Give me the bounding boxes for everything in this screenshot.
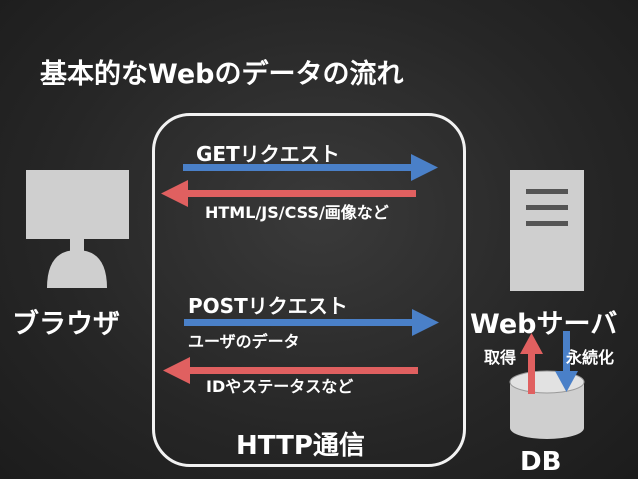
post-response-label: IDやステータスなど xyxy=(206,377,354,396)
browser-label: ブラウザ xyxy=(12,309,120,340)
post-response-arrow xyxy=(163,357,418,384)
http-channel-box xyxy=(152,113,466,467)
db-fetch-label: 取得 xyxy=(484,348,517,367)
get-request-arrow xyxy=(183,154,438,181)
diagram-title: 基本的なWebのデータの流れ xyxy=(40,59,404,90)
get-response-arrow xyxy=(161,180,416,207)
db-persist-label: 永続化 xyxy=(566,348,615,367)
web-server-label: Webサーバ xyxy=(470,309,618,340)
post-payload-label: ユーザのデータ xyxy=(188,332,300,351)
db-label: DB xyxy=(520,447,562,477)
server-icon xyxy=(510,170,584,291)
db-persist-arrow xyxy=(555,331,578,392)
post-request-label: POSTリクエスト xyxy=(188,294,348,318)
get-response-label: HTML/JS/CSS/画像など xyxy=(205,203,389,222)
database-icon xyxy=(509,370,585,439)
db-fetch-arrow xyxy=(520,333,543,394)
http-channel-label: HTTP通信 xyxy=(236,431,365,461)
monitor-icon xyxy=(26,170,129,288)
get-request-label: GETリクエスト xyxy=(196,142,340,166)
post-request-arrow xyxy=(184,309,439,336)
